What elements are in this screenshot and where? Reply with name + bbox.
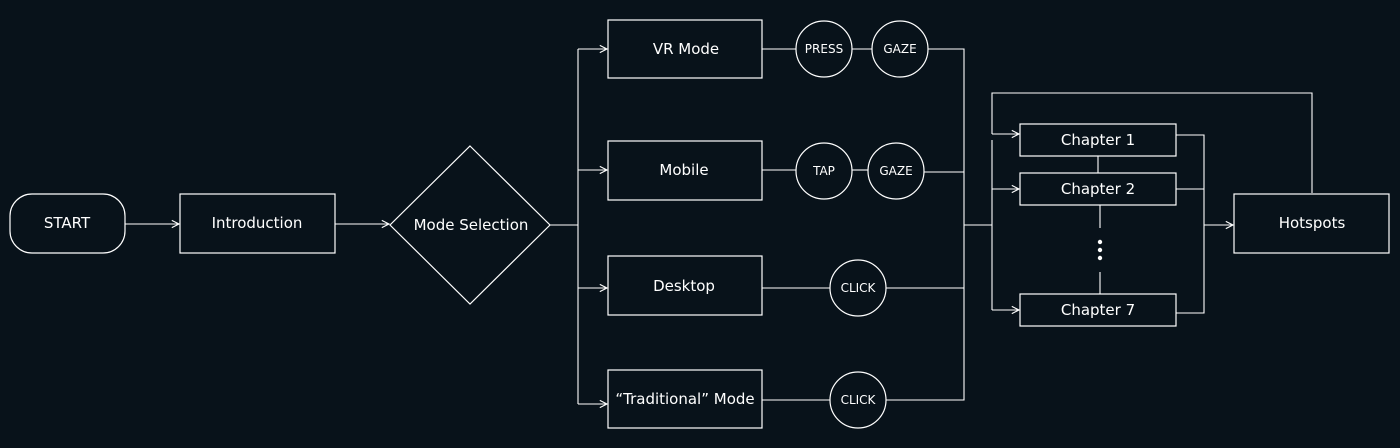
vr-mode-label: VR Mode (653, 40, 719, 58)
vr-press-label: PRESS (805, 42, 843, 56)
introduction-label: Introduction (212, 214, 303, 232)
mobile-tap-input: TAP (795, 142, 853, 200)
chapter-1-label: Chapter 1 (1061, 131, 1135, 149)
traditional-mode-label: “Traditional” Mode (615, 390, 754, 408)
traditional-mode-node: “Traditional” Mode (607, 369, 763, 429)
traditional-click-input: CLICK (829, 371, 887, 429)
vr-press-input: PRESS (795, 20, 853, 78)
chapter-2-node: Chapter 2 (1019, 172, 1177, 206)
mobile-node: Mobile (607, 140, 763, 201)
chapter-7-node: Chapter 7 (1019, 293, 1177, 327)
mode-selection-decision: Mode Selection (389, 145, 551, 305)
introduction-node: Introduction (179, 193, 336, 254)
vr-gaze-label: GAZE (883, 42, 916, 56)
desktop-click-label: CLICK (841, 281, 877, 295)
edge-chapter-1-out (1176, 134, 1205, 314)
start-label: START (44, 214, 91, 232)
traditional-click-label: CLICK (841, 393, 877, 407)
vr-gaze-input: GAZE (871, 20, 929, 78)
hotspots-label: Hotspots (1279, 214, 1346, 232)
mobile-gaze-label: GAZE (879, 164, 912, 178)
hotspots-node: Hotspots (1233, 193, 1390, 254)
edge-vr-gaze-out (928, 48, 965, 225)
desktop-node: Desktop (607, 255, 763, 316)
chapter-7-label: Chapter 7 (1061, 301, 1135, 319)
mode-selection-label: Mode Selection (414, 216, 529, 234)
start-node: START (9, 193, 126, 254)
mobile-label: Mobile (659, 161, 708, 179)
ellipsis-icon (1097, 239, 1103, 261)
desktop-click-input: CLICK (829, 259, 887, 317)
chapter-1-node: Chapter 1 (1019, 123, 1177, 157)
desktop-label: Desktop (653, 277, 715, 295)
mobile-gaze-input: GAZE (867, 142, 925, 200)
mobile-tap-label: TAP (812, 164, 835, 178)
edge-traditional-click-out (886, 225, 965, 401)
chapter-2-label: Chapter 2 (1061, 180, 1135, 198)
vr-mode-node: VR Mode (607, 19, 763, 79)
edge-hotspots-loop (991, 92, 1313, 193)
connectors (125, 48, 1313, 404)
